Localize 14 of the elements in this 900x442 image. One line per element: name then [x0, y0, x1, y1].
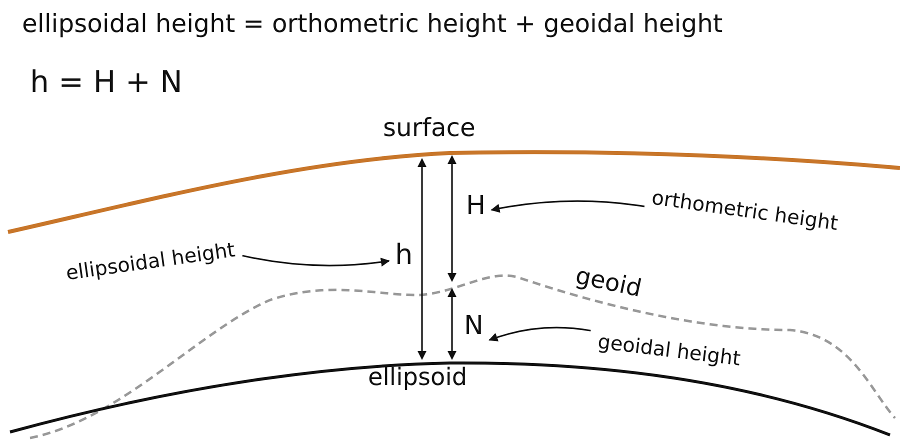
height-symbol: h: [395, 240, 413, 271]
surface-label: surface: [383, 114, 476, 142]
leader-label: orthometric height: [650, 186, 840, 234]
title: ellipsoidal height = orthometric height + geoidal height: [22, 10, 723, 38]
geoid-label: geoid: [573, 262, 644, 302]
height-symbol: N: [464, 312, 484, 341]
leader-label: geoidal height: [596, 330, 742, 370]
leader-arrow: [488, 326, 591, 342]
equation: h = H + N: [30, 66, 182, 99]
height-symbol: H: [466, 192, 486, 221]
leader-arrow: [242, 254, 390, 266]
leader-label: ellipsoidal height: [64, 238, 236, 284]
leader-arrow: [490, 200, 645, 213]
ellipsoid-label: ellipsoid: [368, 364, 468, 390]
